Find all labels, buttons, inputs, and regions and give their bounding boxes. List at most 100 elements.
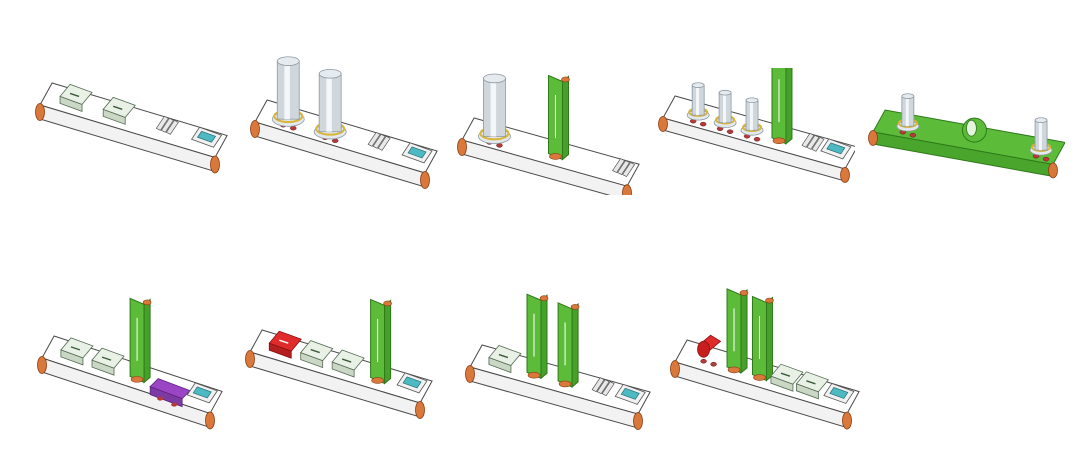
display-tray — [186, 382, 218, 404]
slot-rail — [372, 133, 386, 149]
display-tray — [820, 138, 852, 160]
cylinder-top — [718, 89, 732, 96]
belt-roller-left — [465, 365, 475, 383]
green-panel — [771, 68, 793, 145]
panel-bottom-cap — [130, 376, 144, 383]
chip-top — [91, 347, 125, 369]
panel-top-cap — [142, 299, 152, 306]
component-chip — [770, 363, 804, 392]
chip-top — [300, 340, 334, 362]
slot-rail — [811, 136, 825, 152]
panel-top-cap — [561, 76, 570, 83]
panel-bottom-cap — [727, 366, 741, 374]
panel-side — [384, 299, 392, 385]
solder-pad — [726, 129, 734, 134]
conveyor-belt — [35, 82, 228, 174]
panel-side — [571, 302, 579, 388]
solder-pad — [171, 402, 178, 407]
chip-marking — [69, 92, 80, 98]
panel-top-cap — [570, 304, 580, 310]
tray-screen — [829, 387, 849, 399]
slot-rail — [612, 158, 626, 174]
conveyor-scene-bottom-4 — [670, 288, 860, 430]
panel-side — [540, 294, 548, 380]
slot-rail — [806, 134, 820, 150]
display-tray — [401, 142, 433, 164]
chip-marking — [112, 105, 123, 111]
cylinder-top — [901, 93, 915, 99]
solder-pad — [331, 138, 339, 143]
chip-marking — [341, 358, 352, 363]
cylinder-component — [896, 93, 920, 138]
belt-roller-left — [670, 360, 680, 378]
conveyor-scene-top-3 — [457, 73, 640, 195]
panel-side — [785, 68, 793, 145]
belt-roller-left — [250, 120, 260, 138]
slot-rail — [596, 379, 610, 395]
component-chip — [102, 96, 136, 125]
cylinder-highlight — [905, 96, 909, 127]
belt-roller-left — [245, 350, 255, 368]
chip-top — [59, 83, 93, 105]
panel-side — [740, 288, 748, 374]
solder-pad — [157, 396, 164, 401]
green-panel — [726, 288, 749, 374]
chip-marking — [70, 346, 81, 351]
feeder-slots — [591, 377, 615, 397]
conveyor-scene-top-4 — [658, 68, 855, 183]
cylinder-top — [691, 82, 705, 88]
solder-pad — [753, 136, 761, 142]
belt-roller-left — [658, 116, 668, 132]
conveyor-scene-bottom-1 — [37, 297, 223, 430]
panel-bottom-cap — [753, 374, 766, 381]
component-chip — [795, 371, 830, 400]
cylinder-highlight — [326, 73, 332, 132]
slot-rail — [622, 162, 636, 178]
belt-roller-right — [415, 401, 425, 419]
conveyor-scene-top-5 — [868, 93, 1065, 179]
slot-rail — [377, 135, 391, 151]
slot-rail — [617, 160, 631, 176]
tray-screen — [826, 142, 846, 155]
solder-pad — [290, 125, 297, 131]
red-cylinder-end — [697, 340, 710, 358]
chip-marking — [806, 380, 816, 385]
component-chip — [300, 340, 334, 369]
green-panel — [370, 298, 392, 385]
roll-end — [966, 119, 977, 137]
belt-roller-right — [1048, 162, 1058, 179]
tray-screen — [192, 386, 212, 399]
solder-pad — [909, 132, 917, 138]
belt-roller-left — [868, 130, 878, 146]
feeder-slots — [801, 132, 825, 152]
solder-pad — [699, 121, 707, 127]
conveyor-scene-top-2 — [250, 56, 438, 189]
slot-rail — [367, 131, 381, 147]
slot-rail — [801, 132, 815, 148]
green-panel — [129, 297, 152, 384]
cylinder-top — [318, 68, 342, 79]
panel-top-cap — [539, 295, 549, 302]
chip-marking — [310, 348, 320, 354]
slot-rail — [591, 377, 605, 393]
cylinder-component — [686, 82, 710, 127]
cylinder-component — [713, 89, 737, 134]
tray-screen — [197, 130, 217, 143]
belt-roller-right — [622, 184, 632, 195]
belt-roller-right — [842, 411, 852, 430]
slot-rail — [155, 115, 169, 131]
slot-rail — [160, 117, 174, 133]
cylinder-top — [276, 56, 300, 66]
belt-roller-right — [840, 167, 850, 183]
chip-top — [770, 363, 804, 385]
panel-side — [143, 298, 151, 384]
belt-roller-right — [205, 411, 215, 430]
belt-roller-left — [457, 138, 467, 156]
display-tray — [396, 372, 428, 394]
chip-marking — [498, 353, 509, 359]
display-tray — [614, 383, 646, 405]
cylinder-highlight — [749, 100, 753, 131]
panel-bottom-cap — [558, 380, 572, 388]
cylinder-component — [1029, 117, 1053, 162]
